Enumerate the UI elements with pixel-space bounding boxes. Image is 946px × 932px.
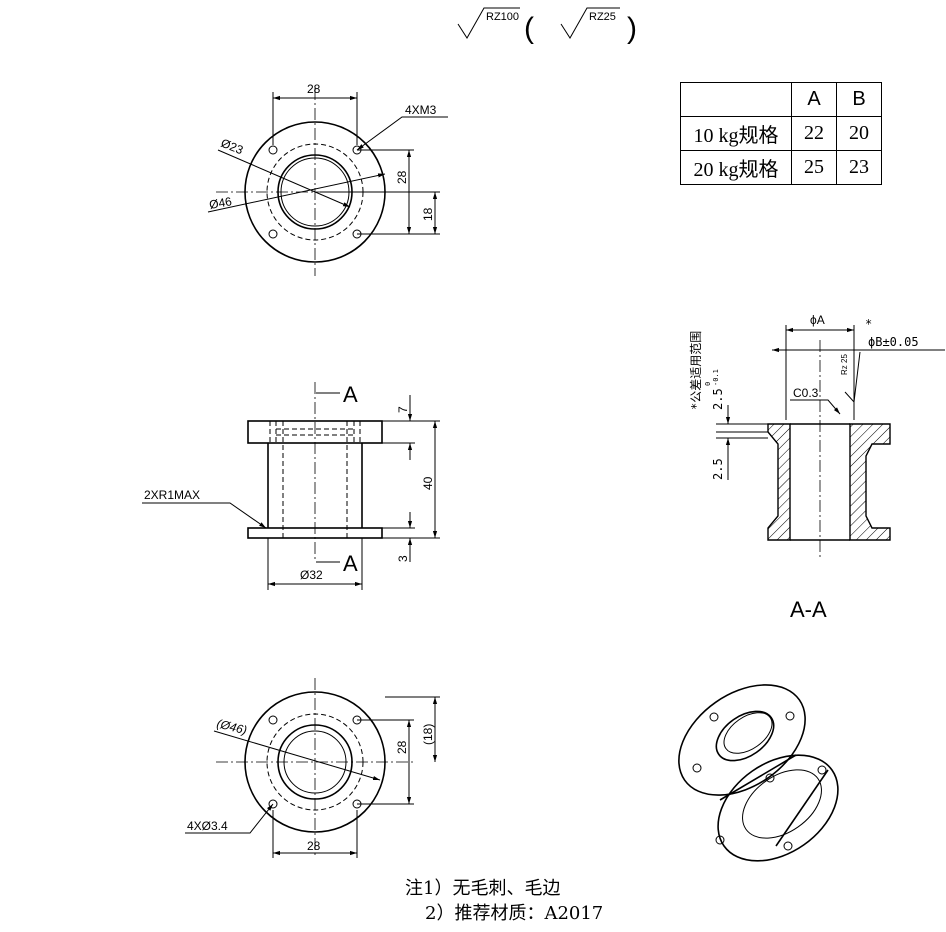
outer-flange-circle — [244, 691, 386, 833]
roughness-symbol-icon — [457, 7, 520, 39]
section-bot-dim: 2.5 — [711, 458, 725, 480]
top-outer-dia: Ø46 — [208, 194, 233, 212]
mount-hole — [268, 145, 278, 155]
roughness-paren: RZ25 — [589, 11, 616, 23]
table-header-cell: A — [791, 82, 837, 117]
top-vdim-18: 18 — [421, 207, 435, 221]
roughness-lparen: ( — [524, 12, 534, 45]
note-line: 注1）无毛刺、毛边 — [405, 878, 561, 899]
roughness-symbol-icon — [560, 7, 620, 39]
table-header-cell: B — [836, 82, 882, 117]
bottom-vdim-28: 28 — [395, 740, 409, 754]
table-cell: 20 kg规格 — [680, 150, 792, 185]
bottom-holes-label: 4XØ3.4 — [187, 819, 228, 833]
top-vdim-28: 28 — [395, 170, 409, 184]
bottom-view: (Ø46) 28 (18) 4XØ3.4 28 — [185, 678, 440, 858]
notes: 注1）无毛刺、毛边 2）推荐材质：A2017 — [405, 876, 603, 926]
table-cell: 23 — [836, 150, 882, 185]
front-view: A A 7 40 3 2XR1MAX Ø3 — [142, 382, 440, 590]
section-dia-b: ϕB±0.05 — [868, 335, 919, 349]
table-cell: 25 — [791, 150, 837, 185]
front-dim-40: 40 — [421, 476, 435, 490]
bottom-vdim-18: (18) — [421, 724, 435, 745]
front-dim-3: 3 — [396, 555, 410, 562]
iso-bottom-flange — [717, 754, 839, 862]
mount-hole — [783, 841, 793, 851]
mount-hole — [268, 715, 278, 725]
top-width-dim: 28 — [307, 82, 321, 96]
roughness-main: RZ100 — [486, 11, 519, 23]
mount-hole — [765, 773, 775, 783]
table-cell: 22 — [791, 116, 837, 151]
table-row: 20 kg规格 25 23 — [680, 150, 882, 185]
bottom-outer-dia: (Ø46) — [215, 716, 248, 737]
section-rz: Rz 25 — [840, 354, 849, 375]
mount-hole — [785, 711, 795, 721]
table-row: A B — [680, 82, 882, 117]
section-top-dim: 2.5 — [711, 388, 725, 410]
section-dia-a: ϕA — [810, 313, 825, 327]
section-asterisk: * — [865, 317, 872, 331]
roughness-rparen: ) — [627, 12, 637, 45]
top-flange — [247, 420, 383, 444]
section-view: ϕA * ϕB±0.05 Rz 25 C0.3 *公差适用范围 2.5 0 -0… — [689, 313, 945, 622]
section-mark-top: A — [343, 382, 358, 407]
table-cell: 10 kg规格 — [680, 116, 792, 151]
section-title: A-A — [790, 597, 827, 622]
section-mark-bottom: A — [343, 551, 358, 576]
section-tol-lower: -0.1 — [712, 369, 720, 386]
section-tol-upper: 0 — [704, 382, 712, 386]
table-cell: 20 — [836, 116, 882, 151]
bottom-flange — [247, 527, 383, 539]
iso-top-flange — [678, 684, 806, 796]
top-view: 28 4XM3 Ø23 Ø46 28 18 — [207, 82, 448, 276]
table-header-cell — [680, 82, 792, 117]
spec-table: A B 10 kg规格 22 20 20 kg规格 25 23 — [680, 82, 882, 185]
bottom-width-dim: 28 — [307, 839, 321, 853]
isometric-view — [678, 684, 839, 862]
iso-bore — [715, 710, 775, 762]
roughness-symbol-group: RZ100 ( RZ25 ) — [457, 7, 637, 45]
table-row: 10 kg规格 22 20 — [680, 116, 882, 151]
section-wall-right — [849, 423, 891, 541]
section-tol-note: *公差适用范围 — [689, 331, 703, 410]
top-holes-label: 4XM3 — [405, 103, 437, 117]
mount-hole — [709, 712, 719, 722]
top-inner-dia: Ø23 — [219, 136, 246, 158]
mount-hole — [817, 765, 827, 775]
bore-circle — [277, 724, 353, 800]
front-radius-label: 2XR1MAX — [144, 488, 200, 502]
section-wall-left — [767, 423, 791, 541]
section-chamfer: C0.3 — [793, 386, 819, 400]
mount-hole — [268, 229, 278, 239]
mount-hole — [715, 835, 725, 845]
front-dim-7: 7 — [396, 406, 410, 413]
roughness-symbol-icon — [844, 351, 861, 404]
note-line: 2）推荐材质：A2017 — [425, 903, 604, 924]
mount-hole — [692, 763, 702, 773]
front-dia-32: Ø32 — [300, 568, 323, 582]
